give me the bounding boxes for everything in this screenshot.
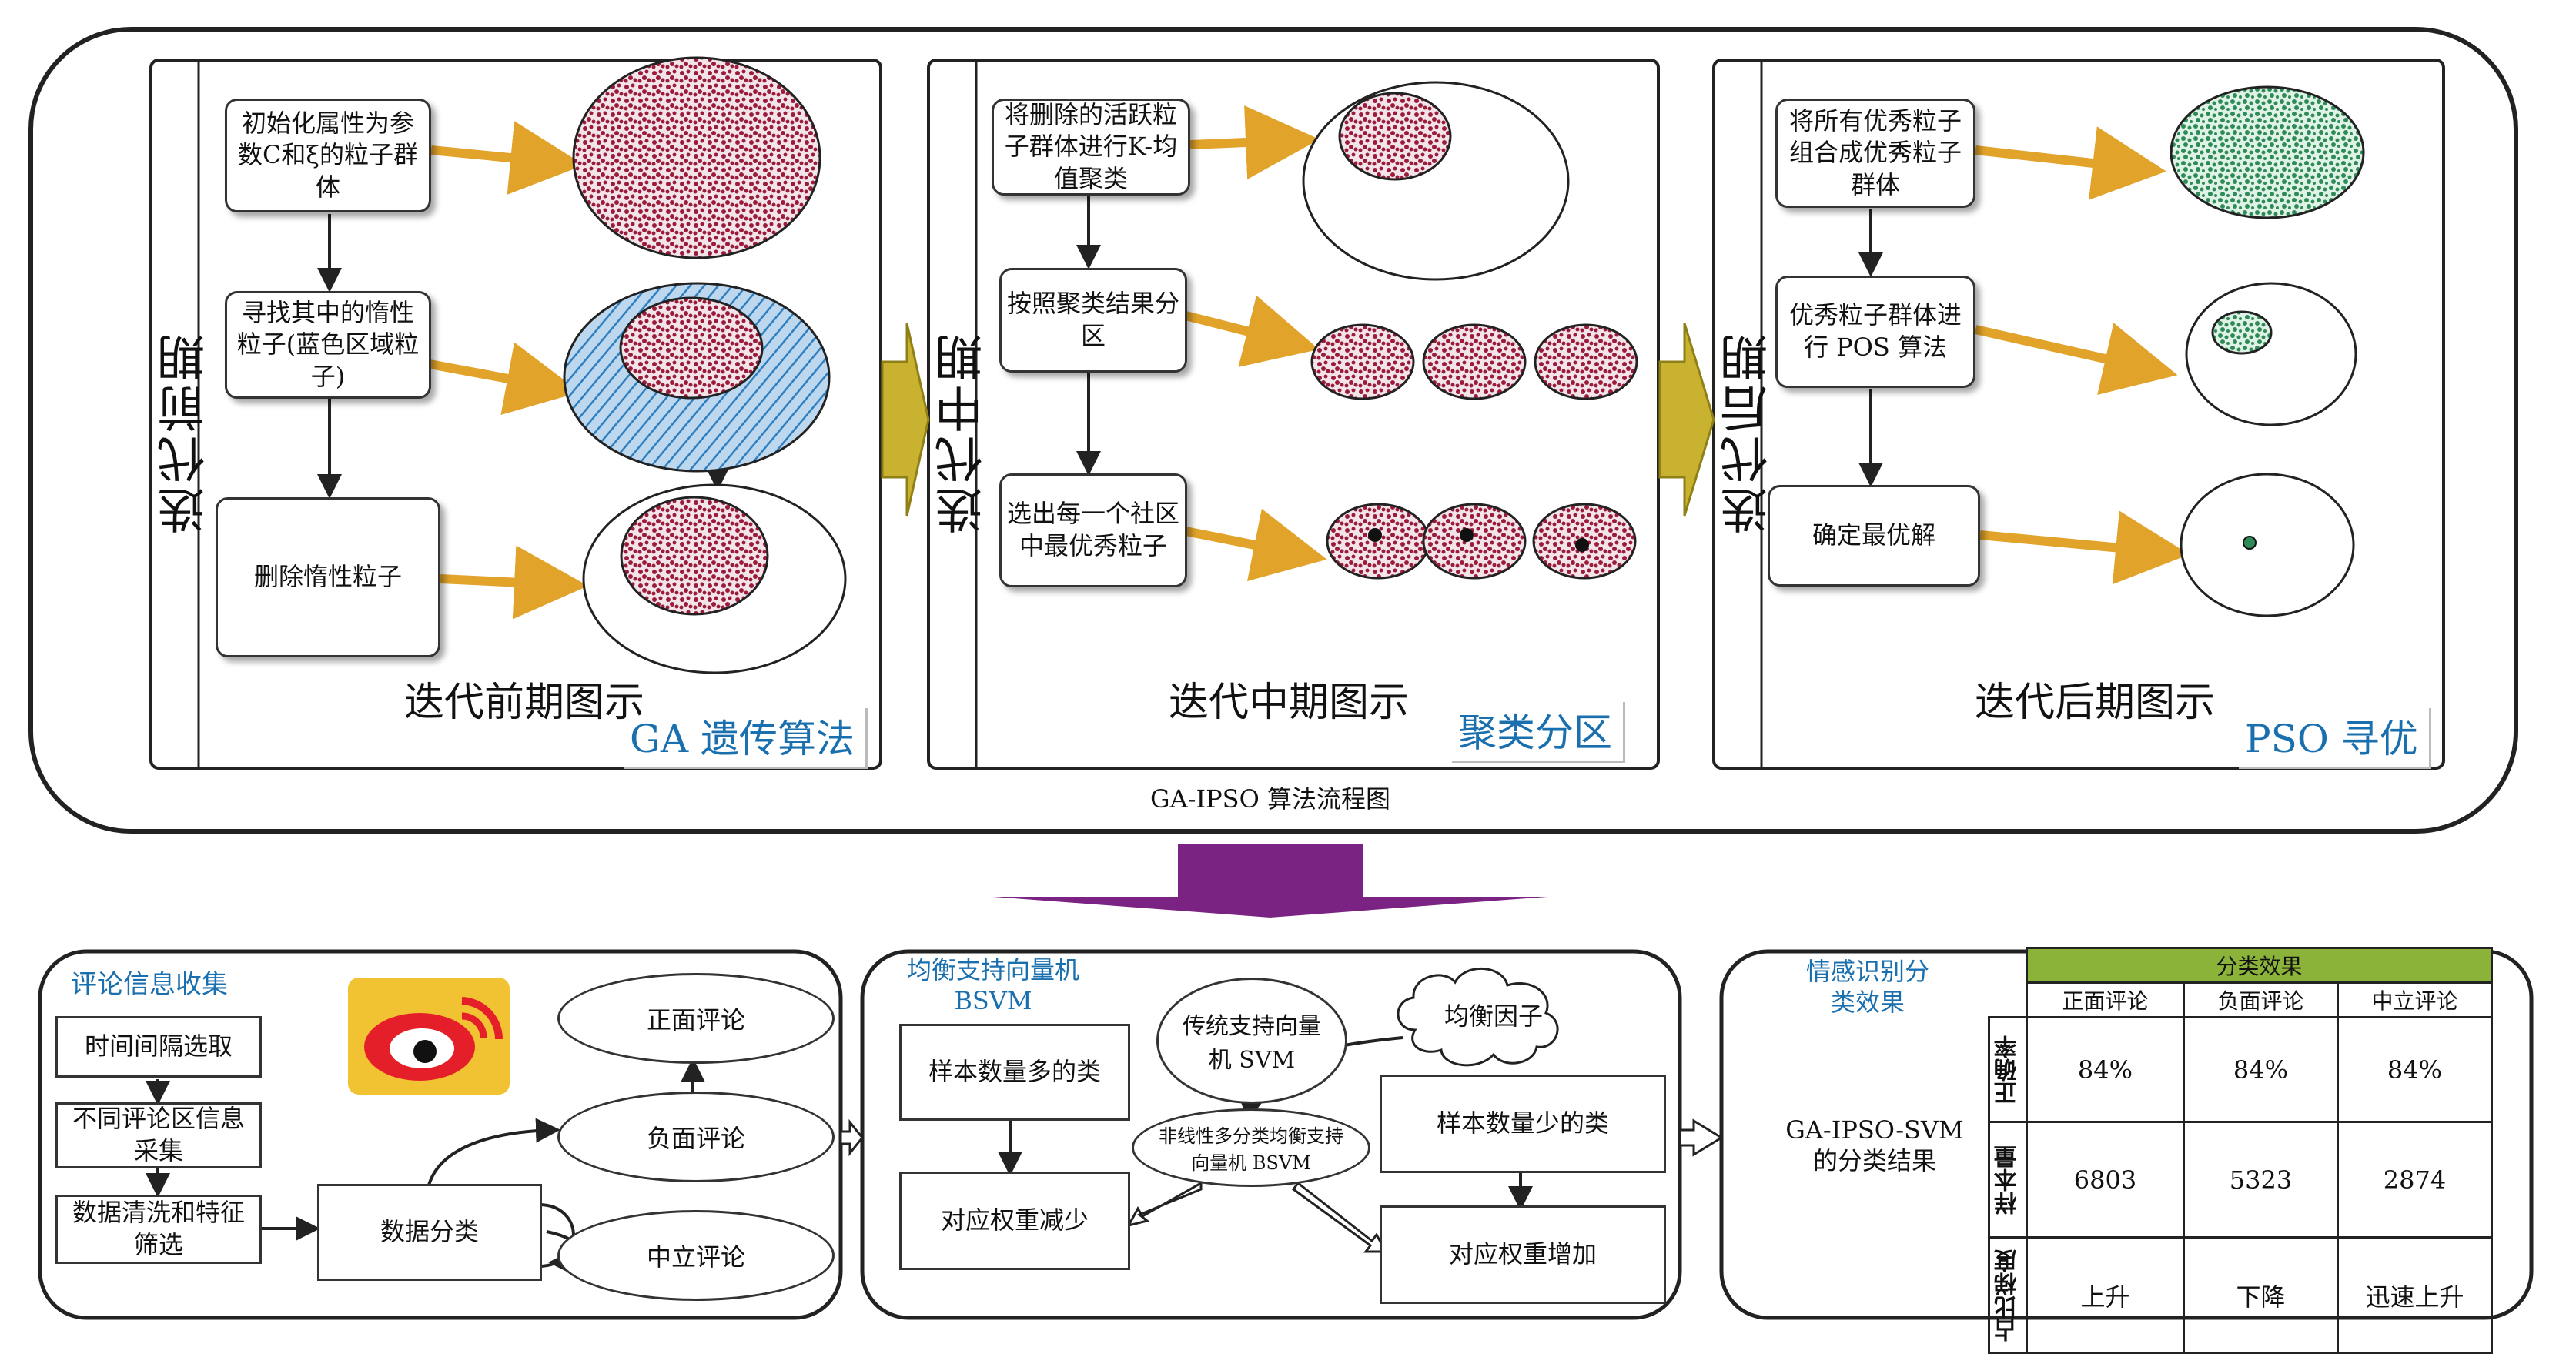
balance-factor: 均衡因子 [1444, 1001, 1543, 1031]
step-time-interval: 时间间隔选取 [55, 1016, 262, 1078]
table-cell: 6803 [2026, 1121, 2185, 1239]
connector-arrow-1 [881, 323, 930, 517]
row-gradient: 占比梯度 [1989, 1237, 2027, 1353]
step-pso: 优秀粒子群体进行 POS 算法 [1775, 276, 1975, 388]
negative-comment: 负面评论 [557, 1092, 835, 1182]
row-accuracy: 正确率 [1989, 1017, 2027, 1122]
positive-comment: 正面评论 [557, 973, 835, 1064]
step-select-best: 选出每一个社区中最优秀粒子 [999, 473, 1187, 587]
result-label: GA-IPSO-SVM 的分类结果 [1785, 1115, 1964, 1175]
collect-title: 评论信息收集 [71, 969, 228, 1000]
weight-decrease: 对应权重减少 [899, 1172, 1130, 1270]
particle-swarm-initial [572, 56, 821, 259]
step-collect-areas: 不同评论区信息采集 [55, 1102, 262, 1168]
table-cell: 5323 [2182, 1121, 2339, 1239]
side-label-early: 迭代前期 [157, 331, 213, 534]
data-classify: 数据分类 [317, 1184, 542, 1281]
table-cell: 2874 [2336, 1121, 2494, 1239]
table-cell: 84% [2182, 1016, 2339, 1123]
caption-early: 迭代前期图示 [404, 680, 645, 726]
step-optimum: 确定最优解 [1768, 485, 1980, 587]
table-header: 分类效果 [2026, 947, 2493, 984]
step-clean-features: 数据清洗和特征筛选 [55, 1195, 262, 1264]
traditional-svm: 传统支持向量机 SVM [1156, 978, 1347, 1104]
tag-cluster: 聚类分区 [1452, 702, 1625, 763]
result-table: 分类效果 正面评论 负面评论 中立评论 正确率 84% 84% 84% 样本量 … [1988, 947, 2494, 1354]
table-cell: 迅速上升 [2336, 1236, 2494, 1354]
nonlinear-bsvm: 非线性多分类均衡支持向量机 BSVM [1132, 1108, 1370, 1187]
step-init-swarm: 初始化属性为参数C和ξ的粒子群体 [225, 99, 431, 212]
bsvm-title: 均衡支持向量机 BSVM [906, 955, 1079, 1015]
table-cell: 84% [2026, 1016, 2185, 1123]
weight-increase: 对应权重增加 [1380, 1205, 1666, 1304]
table-cell: 下降 [2182, 1236, 2339, 1354]
side-label-mid: 迭代中期 [935, 331, 991, 534]
neutral-comment: 中立评论 [557, 1210, 835, 1301]
step-delete-inert: 删除惰性粒子 [216, 497, 440, 657]
connector-arrow-2 [1658, 323, 1715, 517]
table-cell: 上升 [2026, 1236, 2185, 1354]
many-samples-class: 样本数量多的类 [899, 1024, 1130, 1121]
step-partition: 按照聚类结果分区 [999, 268, 1187, 373]
big-down-arrow [993, 844, 1547, 918]
row-sample-size: 样本量 [1989, 1122, 2027, 1238]
tag-pso: PSO 寻优 [2239, 708, 2431, 769]
few-samples-class: 样本数量少的类 [1380, 1075, 1666, 1173]
top-title: GA-IPSO 算法流程图 [1150, 784, 1390, 814]
col-positive: 正面评论 [2026, 981, 2185, 1018]
caption-late: 迭代后期图示 [1975, 680, 2216, 726]
col-neutral: 中立评论 [2336, 981, 2494, 1018]
step-combine: 将所有优秀粒子组合成优秀粒子群体 [1775, 99, 1975, 208]
col-negative: 负面评论 [2182, 981, 2339, 1018]
table-cell: 84% [2336, 1016, 2494, 1123]
caption-mid: 迭代中期图示 [1169, 680, 1410, 726]
step-find-inert: 寻找其中的惰性粒子(蓝色区域粒子) [225, 291, 431, 399]
result-title: 情感识别分类效果 [1805, 957, 1929, 1017]
step-kmeans: 将删除的活跃粒子群体进行K-均值聚类 [992, 99, 1190, 196]
tag-ga: GA 遗传算法 [624, 708, 868, 769]
